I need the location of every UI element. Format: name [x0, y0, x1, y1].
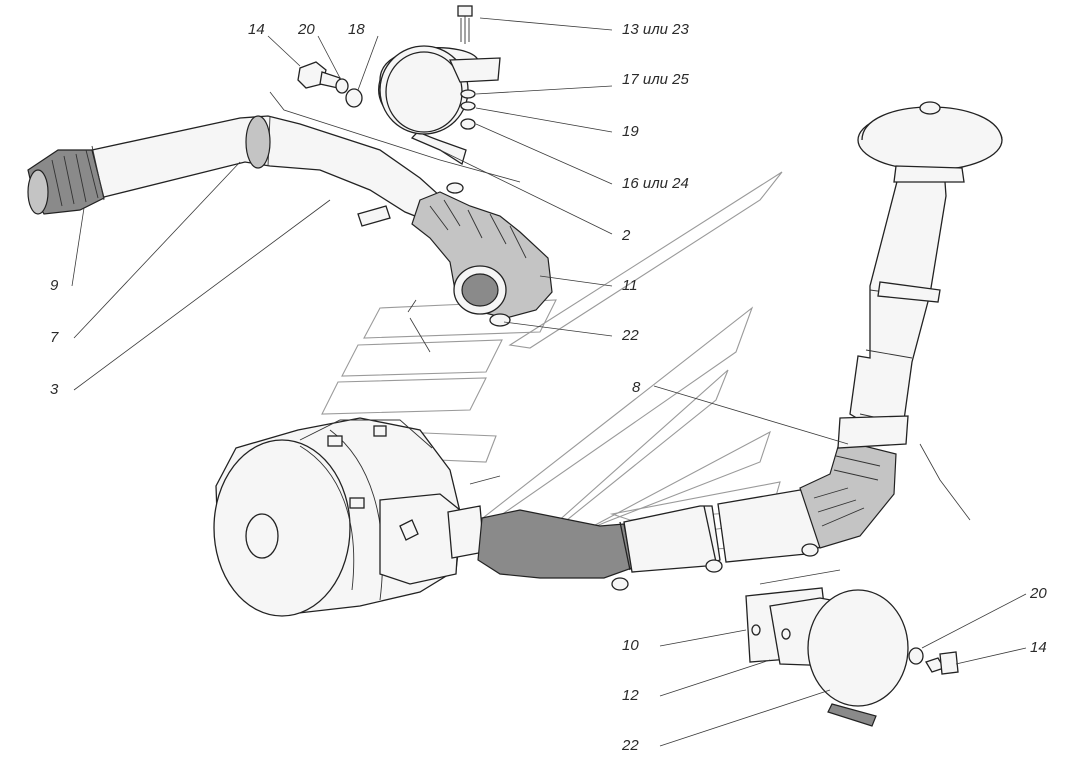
label-8: 8 [632, 379, 641, 396]
label-22-bottom: 22 [621, 737, 639, 754]
rubber-elbow [411, 182, 553, 327]
watermark-logo [321, 171, 783, 553]
bottom-bracket-assembly [745, 587, 959, 727]
top-fasteners [297, 61, 363, 108]
label-9: 9 [50, 277, 59, 294]
lower-intake-hose [477, 439, 897, 591]
intake-nozzle [27, 145, 105, 215]
label-14-bottom: 14 [1030, 639, 1047, 656]
label-2: 2 [621, 227, 631, 244]
label-14-top: 14 [248, 21, 265, 38]
label-18: 18 [348, 21, 365, 38]
stud-bolt [357, 205, 391, 227]
label-11: 11 [622, 277, 638, 294]
label-19: 19 [622, 123, 639, 140]
label-13-or-23: 13 или 23 [622, 21, 690, 38]
label-22-top: 22 [621, 327, 639, 344]
label-10: 10 [622, 637, 639, 654]
label-7: 7 [50, 329, 59, 346]
label-20-bottom: 20 [1029, 585, 1047, 602]
label-17-or-25: 17 или 25 [622, 71, 690, 88]
label-16-or-24: 16 или 24 [622, 175, 689, 192]
mounting-bracket-clamp [378, 5, 501, 166]
upper-intake-pipe [91, 115, 441, 223]
leader-lines [71, 17, 1027, 747]
rain-cap [857, 101, 1003, 183]
air-cleaner-housing [213, 417, 463, 617]
callout-labels: 14 20 18 13 или 23 17 или 25 19 16 или 2… [50, 21, 1047, 754]
label-3: 3 [50, 381, 59, 398]
label-12: 12 [622, 687, 639, 704]
vertical-intake-pipe [837, 167, 947, 449]
label-20-top: 20 [297, 21, 315, 38]
